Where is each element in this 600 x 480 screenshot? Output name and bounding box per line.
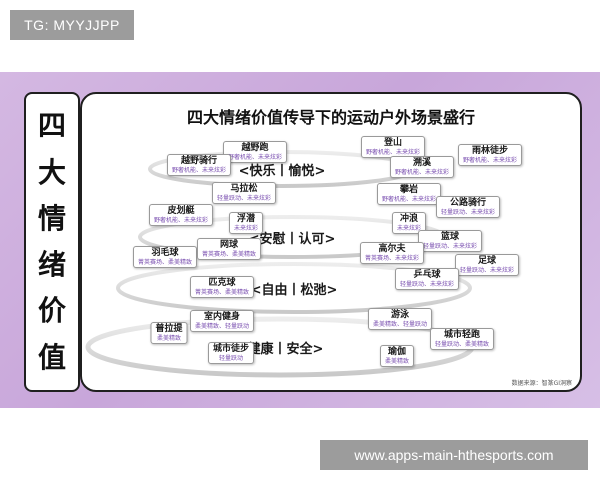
sport-tag: 瑜伽柔美精致 xyxy=(379,345,415,367)
source-note: 数据来源：智篆GI洞察 xyxy=(511,380,572,387)
sport-tag: 羽毛球菁英赛场、柔美精致 xyxy=(132,246,198,268)
tier-label-comfort: <安慰丨认可> xyxy=(244,228,340,247)
sport-tag: 乒乓球轻量跃动、未来炫彩 xyxy=(394,268,460,290)
sport-tag: 公路骑行轻量跃动、未来炫彩 xyxy=(435,196,501,218)
sport-tag: 雨林徒步野奢机能、未来炫彩 xyxy=(457,144,523,166)
sport-tag: 足球轻量跃动、未来炫彩 xyxy=(454,254,520,276)
side-title-panel: 四 大 情 绪 价 值 xyxy=(24,92,80,392)
tier-label-joy: <快乐丨愉悦> xyxy=(234,160,330,179)
side-title-char: 价 xyxy=(37,294,66,328)
sport-tag: 浮潜未来炫彩 xyxy=(228,212,264,234)
sport-tag: 篮球轻量跃动、未来炫彩 xyxy=(417,230,483,252)
sport-tag: 游泳柔美精致、轻量跃动 xyxy=(367,308,433,330)
sport-tag: 马拉松轻量跃动、未来炫彩 xyxy=(211,182,277,204)
tier-label-health: <健康丨安全> xyxy=(232,338,328,357)
sport-tag: 普拉提柔美精致 xyxy=(150,322,188,344)
watermark-top: TG: MYYJJPP xyxy=(10,10,134,40)
sport-tag: 匹克球菁英赛场、柔美精致 xyxy=(189,276,255,298)
side-title-char: 值 xyxy=(37,340,66,374)
sport-tag: 冲浪未来炫彩 xyxy=(391,212,427,234)
sport-tag: 攀岩野奢机能、未来炫彩 xyxy=(376,183,442,205)
diagram-card: 四大情绪价值传导下的运动户外场景盛行 <快乐丨愉悦> <安慰丨认可> <自由丨松… xyxy=(80,92,582,392)
diagram-title: 四大情绪价值传导下的运动户外场景盛行 xyxy=(186,108,475,127)
ring-tier-3 xyxy=(116,262,472,314)
watermark-bottom: www.apps-main-hthesports.com xyxy=(320,440,588,470)
sport-tag: 越野跑野奢机能、未来炫彩 xyxy=(222,141,288,163)
sport-tag: 高尔夫菁英赛场、未来炫彩 xyxy=(359,242,425,264)
tier-label-freedom: <自由丨松弛> xyxy=(246,279,342,298)
sport-tag: 皮划艇野奢机能、未来炫彩 xyxy=(148,204,214,226)
sport-tag: 溯溪野奢机能、未来炫彩 xyxy=(389,156,455,178)
sport-tag: 城市徒步轻量跃动 xyxy=(207,342,255,364)
side-title-char: 大 xyxy=(37,155,66,189)
sport-tag: 城市轻跑轻量跃动、柔美精致 xyxy=(429,328,495,350)
side-title-char: 情 xyxy=(37,201,66,235)
side-title-char: 四 xyxy=(37,109,66,143)
infographic-stage: 四 大 情 绪 价 值 四大情绪价值传导下的运动户外场景盛行 <快乐丨愉悦> <… xyxy=(0,72,600,408)
side-title-char: 绪 xyxy=(37,248,66,282)
sport-tag: 登山野奢机能、未来炫彩 xyxy=(360,136,426,158)
sport-tag: 越野骑行野奢机能、未来炫彩 xyxy=(166,154,232,176)
sport-tag: 网球菁英赛场、柔美精致 xyxy=(196,238,262,260)
sport-tag: 室内健身柔美精致、轻量跃动 xyxy=(189,310,255,332)
